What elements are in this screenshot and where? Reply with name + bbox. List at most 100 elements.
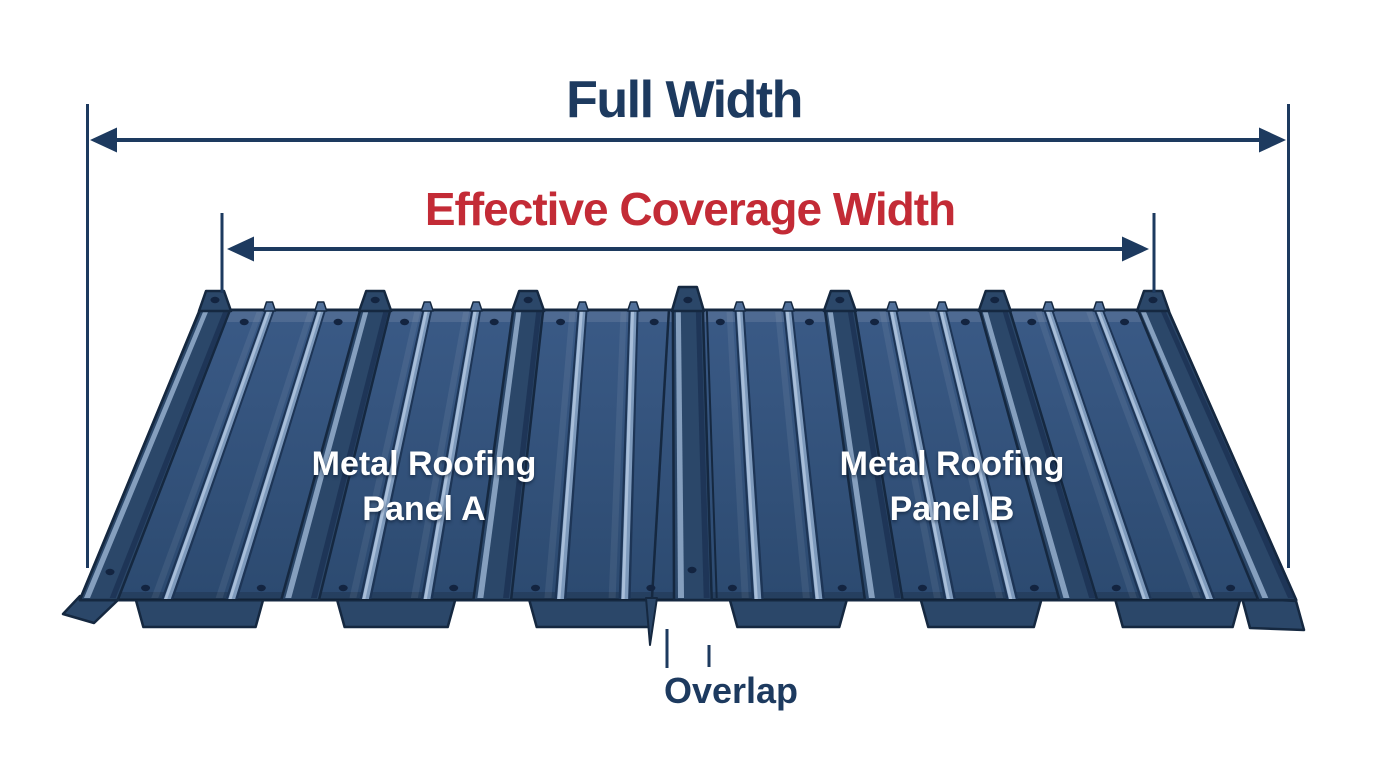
minor-rib-top-bump xyxy=(1092,301,1106,312)
screw-dot xyxy=(1226,584,1236,592)
screw-dot xyxy=(727,584,737,592)
screw-dot xyxy=(1120,318,1130,326)
minor-rib-top-bump xyxy=(935,301,949,312)
full-width-left-arrowhead-icon xyxy=(90,127,117,153)
pan-sheen xyxy=(1086,312,1201,598)
overlap-title: Overlap xyxy=(663,670,799,711)
pan-sheen xyxy=(349,312,421,598)
minor-rib-highlight xyxy=(785,311,819,599)
panel-bottom-foot xyxy=(1113,596,1242,629)
screw-dot xyxy=(1027,318,1037,326)
overlap-seam-left xyxy=(650,310,671,599)
screw-dot xyxy=(1111,584,1121,592)
minor-rib-highlight xyxy=(228,311,322,599)
minor-rib-highlight xyxy=(1096,311,1210,599)
minor-rib-highlight xyxy=(1046,311,1146,599)
major-rib-shadow xyxy=(109,312,229,598)
screw-dot xyxy=(105,568,115,576)
screw-dot xyxy=(917,584,927,592)
panel-bottom-foot xyxy=(919,596,1044,629)
screw-dot xyxy=(333,318,343,326)
pan-sheen xyxy=(879,312,941,598)
pan-sheen xyxy=(726,312,749,598)
screw-dot xyxy=(646,584,656,592)
screw-dot xyxy=(687,566,697,574)
pan-sheen xyxy=(608,312,627,598)
panel-bottom-foot xyxy=(335,596,457,629)
minor-rib-top-bump xyxy=(469,301,483,312)
screw-dot xyxy=(1029,584,1039,592)
major-rib-highlight xyxy=(477,312,522,598)
major-rib-highlight xyxy=(982,312,1070,598)
effective-coverage-left-arrowhead-icon xyxy=(227,236,254,262)
screw-dot xyxy=(210,296,220,304)
minor-rib-highlight xyxy=(362,311,428,599)
minor-rib-highlight xyxy=(621,311,635,599)
major-rib-highlight xyxy=(827,312,875,598)
screw-dot xyxy=(715,318,725,326)
major-rib-highlight xyxy=(1140,312,1269,598)
minor-rib-highlight xyxy=(890,311,950,599)
pan-sheen xyxy=(215,312,314,598)
minor-rib-highlight xyxy=(737,311,758,599)
screw-dot xyxy=(1148,296,1158,304)
minor-rib-top-bump xyxy=(626,301,641,312)
pan-sheen xyxy=(1035,312,1137,598)
screw-dot xyxy=(370,296,380,304)
minor-rib-top-bump xyxy=(732,301,747,312)
screw-dot xyxy=(960,318,970,326)
screw-dot xyxy=(804,318,814,326)
minor-rib-top-bump xyxy=(420,301,434,312)
major-rib-shadow xyxy=(695,312,710,598)
major-rib-highlight xyxy=(84,312,208,598)
roof-panels-illustration xyxy=(61,285,1306,646)
panel-b-label-line2: Panel B xyxy=(889,490,1015,528)
minor-rib-highlight xyxy=(423,311,477,599)
screw-dot xyxy=(837,584,847,592)
full-width-title: Full Width xyxy=(566,71,803,129)
minor-rib-top-bump xyxy=(1041,301,1056,312)
effective-coverage-right-arrowhead-icon xyxy=(1122,236,1149,262)
minor-rib-top-bump xyxy=(781,301,795,312)
screw-dot xyxy=(556,318,566,326)
panel-bottom-foot xyxy=(134,596,265,629)
major-rib-shadow xyxy=(847,312,901,598)
screw-dot xyxy=(239,318,249,326)
minor-rib-top-bump xyxy=(262,301,277,312)
pan-sheen xyxy=(151,312,263,598)
screw-dot xyxy=(990,296,1000,304)
panel-b-label-line1: Metal Roofing xyxy=(839,445,1065,483)
minor-rib-top-bump xyxy=(885,301,900,312)
screw-dot xyxy=(683,296,693,304)
screw-dot xyxy=(400,318,410,326)
full-width-right-arrowhead-icon xyxy=(1259,127,1286,153)
screw-dot xyxy=(141,584,151,592)
major-rib-shadow xyxy=(503,312,542,598)
pan-sheen xyxy=(410,312,470,598)
minor-rib-highlight xyxy=(164,311,270,599)
panel-a-label: Metal Roofing Panel A xyxy=(312,442,537,532)
screw-dot xyxy=(523,296,533,304)
measurement-arrows xyxy=(86,104,1290,668)
panel-right-drip-tip xyxy=(1240,596,1306,632)
panel-b-label: Metal Roofing Panel B xyxy=(840,442,1065,532)
screw-dot xyxy=(338,584,348,592)
overlap-cut-spike xyxy=(645,597,658,646)
major-rib-shadow xyxy=(1002,312,1096,598)
minor-rib-top-bump xyxy=(313,301,328,312)
minor-rib-highlight xyxy=(939,311,1013,599)
screw-dot xyxy=(449,584,459,592)
effective-coverage-title: Effective Coverage Width xyxy=(424,183,956,235)
major-rib-highlight xyxy=(285,312,369,598)
overlap-seam-right xyxy=(705,310,718,599)
screw-dot xyxy=(870,318,880,326)
major-rib-highlight xyxy=(675,312,685,598)
minor-rib-highlight xyxy=(557,311,583,599)
screw-dot xyxy=(489,318,499,326)
screw-dot xyxy=(530,584,540,592)
minor-rib-top-bump xyxy=(575,301,590,312)
panel-a-label-line2: Panel A xyxy=(362,490,486,528)
screw-dot xyxy=(649,318,659,326)
